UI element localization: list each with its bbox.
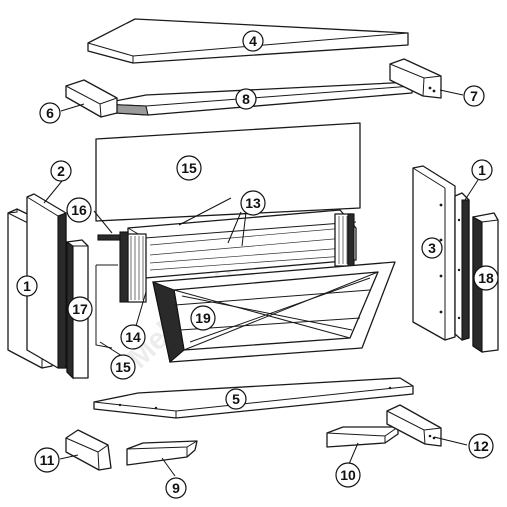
part-11-bracket bbox=[65, 429, 112, 471]
part-16-rod bbox=[97, 234, 121, 241]
callout-15-lower-label: 15 bbox=[115, 359, 131, 375]
callout-13: 13 bbox=[240, 190, 266, 216]
callout-2-label: 2 bbox=[57, 163, 65, 179]
part-19-front-frame bbox=[152, 261, 396, 364]
callout-19: 19 bbox=[190, 305, 216, 331]
callout-16: 16 bbox=[66, 197, 92, 223]
callout-6: 6 bbox=[39, 102, 61, 124]
callout-1-right: 1 bbox=[471, 159, 493, 181]
callout-11: 11 bbox=[34, 447, 60, 473]
part-5-bottom-panel bbox=[93, 377, 414, 419]
callout-6-label: 6 bbox=[46, 105, 54, 121]
callout-1-left-label: 1 bbox=[23, 278, 31, 294]
callout-4: 4 bbox=[242, 30, 264, 52]
part-15-lower-panel bbox=[95, 264, 118, 349]
callout-3: 3 bbox=[421, 237, 443, 259]
callout-15-lower: 15 bbox=[110, 354, 136, 380]
callout-8-label: 8 bbox=[242, 91, 250, 107]
callout-9: 9 bbox=[165, 477, 187, 499]
callout-14: 14 bbox=[120, 324, 146, 350]
callout-17-label: 17 bbox=[72, 301, 88, 317]
callout-8: 8 bbox=[235, 88, 257, 110]
part-13-inner-frame bbox=[119, 209, 357, 303]
callout-12-label: 12 bbox=[473, 438, 489, 454]
callout-19-label: 19 bbox=[195, 310, 211, 326]
callout-12: 12 bbox=[468, 433, 494, 459]
callout-5-label: 5 bbox=[232, 391, 240, 407]
part-12-bracket bbox=[386, 404, 442, 447]
callout-18: 18 bbox=[473, 265, 499, 291]
callout-15-back-label: 15 bbox=[181, 160, 197, 176]
callout-10-label: 10 bbox=[340, 467, 356, 483]
callout-17: 17 bbox=[67, 296, 93, 322]
callout-15-back: 15 bbox=[176, 155, 202, 181]
callout-1-right-label: 1 bbox=[478, 162, 486, 178]
callout-10: 10 bbox=[335, 462, 361, 488]
callout-16-label: 16 bbox=[71, 202, 87, 218]
callout-18-label: 18 bbox=[478, 270, 494, 286]
callout-7-label: 7 bbox=[470, 88, 478, 104]
callout-4-label: 4 bbox=[249, 33, 257, 49]
part-1-right-side-strip bbox=[454, 192, 470, 341]
part-9-plinth bbox=[126, 440, 198, 466]
callout-13-label: 13 bbox=[245, 195, 261, 211]
part-15-back-panel bbox=[95, 122, 361, 222]
part-10-plinth bbox=[326, 426, 399, 448]
callout-5: 5 bbox=[225, 388, 247, 410]
callout-3-label: 3 bbox=[428, 240, 436, 256]
callout-1-left: 1 bbox=[16, 275, 38, 297]
callout-7: 7 bbox=[463, 85, 485, 107]
part-2-side-strip bbox=[26, 193, 67, 369]
callout-9-label: 9 bbox=[172, 480, 180, 496]
part-6-bracket bbox=[65, 79, 118, 118]
part-7-bracket bbox=[389, 58, 442, 99]
leader-lines bbox=[43, 89, 479, 477]
callout-11-label: 11 bbox=[40, 452, 55, 468]
callout-2: 2 bbox=[50, 160, 72, 182]
callout-14-label: 14 bbox=[125, 329, 141, 345]
